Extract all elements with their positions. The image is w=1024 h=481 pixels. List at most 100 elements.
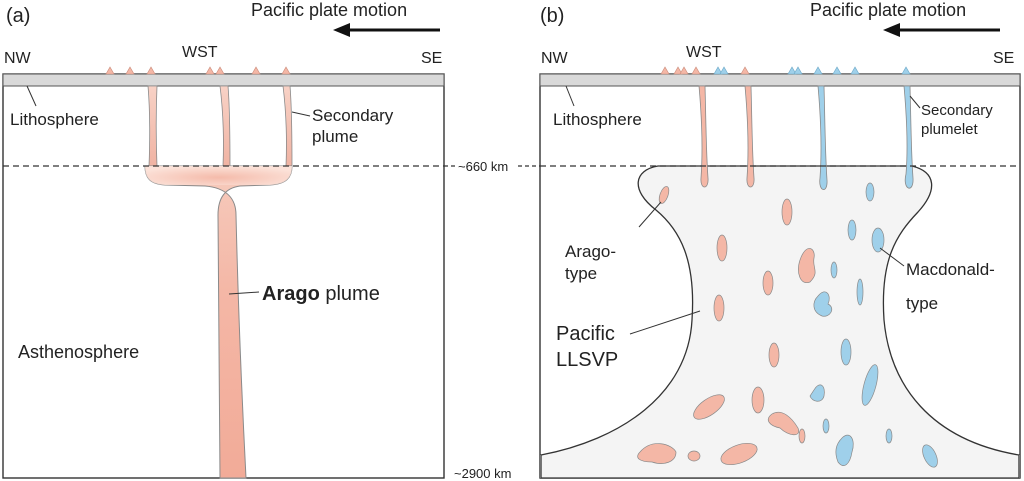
volcano-icon: [832, 66, 842, 75]
panel-b-letter: (b): [540, 5, 564, 27]
arago-blob: [658, 186, 670, 204]
arago-type-label-2: type: [565, 264, 597, 283]
arago-blob: [781, 198, 793, 226]
panel-a-arago-leader: [228, 291, 260, 295]
volcano-icon: [713, 66, 723, 75]
arago-blob: [693, 394, 725, 420]
volcano-icon: [813, 66, 823, 75]
volcano-icon: [251, 66, 261, 75]
depth-660-label: ~660 km: [458, 159, 508, 174]
panel-a-se-label: SE: [421, 50, 442, 67]
arago-blob: [716, 234, 728, 262]
panel-a-secondary-plume-label-1: Secondary: [312, 106, 394, 125]
arago-type-label-1: Arago-: [565, 242, 616, 261]
panel-b-nw-label: NW: [541, 50, 569, 67]
panel-b-lithosphere-label: Lithosphere: [553, 110, 642, 129]
macdonald-blob: [871, 227, 885, 253]
llsvp-leader: [629, 310, 701, 335]
volcano-icon: [740, 66, 750, 75]
panel-a-wst-label: WST: [182, 44, 218, 61]
volcano-icon: [146, 66, 156, 75]
secondary-plume-stem: [147, 85, 158, 167]
arago-blob: [720, 442, 758, 466]
panel-b-lithosphere-leader: [565, 85, 575, 107]
macdonald-plumelet: [817, 85, 828, 190]
arago-plumelet: [698, 85, 709, 188]
macdonald-blob: [847, 219, 857, 241]
arago-type-leader: [638, 201, 662, 228]
arago-blob: [762, 270, 774, 296]
arago-blob: [768, 411, 800, 436]
panel-b-volcano-group: [660, 66, 911, 75]
panel-a-lithosphere-leader: [26, 85, 37, 107]
arago-bold-text: Arago: [262, 283, 320, 305]
macdonald-blob: [809, 384, 825, 402]
volcano-icon: [691, 66, 701, 75]
macdonald-type-leader: [879, 247, 905, 267]
volcano-icon: [215, 66, 225, 75]
panel-b-motion-arrow: [883, 23, 1000, 37]
macdonald-blob: [840, 338, 852, 366]
arago-plume-text: plume: [320, 283, 380, 305]
volcano-icon: [205, 66, 215, 75]
macdonald-blob: [861, 364, 879, 406]
panel-b-plumelet-leader: [909, 95, 921, 109]
panel-b-plumelet-label-2: plumelet: [921, 121, 979, 138]
panel-b-plumelets: [698, 85, 914, 190]
pacific-llsvp: [540, 165, 1020, 479]
panel-b-wst-label: WST: [686, 44, 722, 61]
panel-a-letter: (a): [6, 5, 30, 27]
arago-blob: [798, 428, 806, 444]
macdonald-blob: [885, 428, 893, 444]
depth-2900-label: ~2900 km: [454, 466, 511, 481]
panel-b-plumelet-label-1: Secondary: [921, 102, 993, 119]
arago-blob: [798, 248, 816, 284]
arago-blob: [713, 294, 725, 322]
panel-b: (b) Pacific plate motion NW WST SE: [539, 0, 1021, 479]
panel-a-secondary-plumes: [147, 85, 293, 167]
panel-a-motion-arrow: [333, 23, 440, 37]
panel-b-motion-label: Pacific plate motion: [810, 0, 966, 20]
arago-plume-head: [145, 166, 292, 185]
macdonald-type-label-2: type: [906, 294, 938, 313]
macdonald-blob: [813, 291, 833, 317]
macdonald-blob: [856, 278, 864, 306]
panel-a-nw-label: NW: [4, 50, 32, 67]
panel-a-arago-label: Arago plume: [262, 283, 380, 305]
macdonald-type-blobs: [809, 182, 938, 468]
macdonald-blob: [835, 434, 854, 466]
panel-a-asthenosphere-label: Asthenosphere: [18, 342, 139, 362]
arago-blob: [768, 342, 780, 368]
arago-blob: [751, 386, 765, 414]
panel-a: (a) Pacific plate motion NW WST SE: [2, 0, 445, 479]
panel-a-lithosphere-band: [2, 73, 445, 87]
llsvp-label-2: LLSVP: [556, 349, 618, 371]
panel-a-lithosphere-label: Lithosphere: [10, 110, 99, 129]
macdonald-blob: [865, 182, 875, 202]
arago-blob: [637, 443, 677, 464]
volcano-icon: [125, 66, 135, 75]
volcano-icon: [660, 66, 670, 75]
volcano-icon: [793, 66, 803, 75]
panel-a-volcano-group: [105, 66, 291, 75]
arago-type-blobs: [637, 186, 816, 466]
panel-b-lithosphere-band: [539, 73, 1021, 87]
arago-plumelet: [744, 85, 755, 188]
panel-a-secondary-plume-label-2: plume: [312, 127, 358, 146]
macdonald-type-label-1: Macdonald-: [906, 260, 995, 279]
panel-a-secondary-plume-leader: [291, 111, 311, 117]
volcano-icon: [719, 66, 729, 75]
volcano-icon: [787, 66, 797, 75]
volcano-icon: [281, 66, 291, 75]
arago-blob: [687, 450, 701, 462]
macdonald-blob: [922, 444, 938, 468]
macdonald-plumelet: [903, 85, 914, 189]
volcano-icon: [673, 66, 683, 75]
macdonald-blob: [822, 418, 830, 434]
panel-b-se-label: SE: [993, 50, 1014, 67]
llsvp-label-1: Pacific: [556, 323, 615, 345]
volcano-icon: [679, 66, 689, 75]
macdonald-blob: [830, 261, 838, 279]
volcano-icon: [901, 66, 911, 75]
